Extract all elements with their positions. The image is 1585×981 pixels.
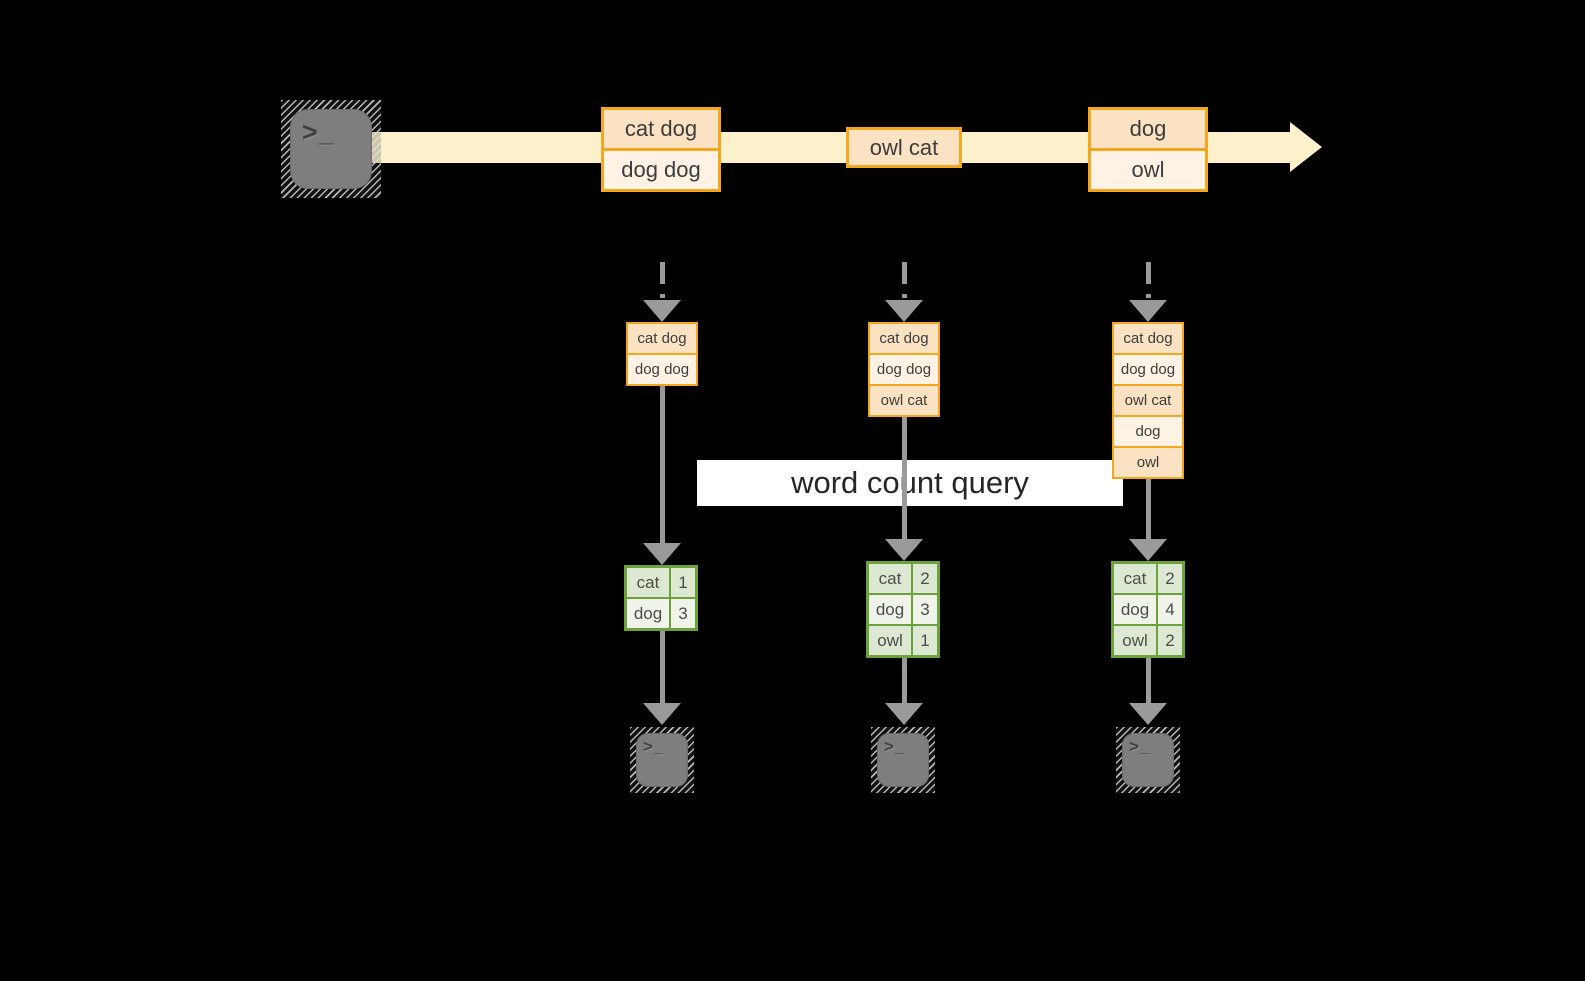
count-cell: 2 (1158, 564, 1182, 593)
dashed-arrow-line (902, 262, 907, 298)
record-text: owl (1114, 448, 1182, 477)
count-cell: 1 (671, 568, 695, 597)
count-cell: 2 (1158, 626, 1182, 655)
count-cell: 3 (671, 599, 695, 628)
arrowhead-down-icon (1129, 539, 1167, 561)
terminal-prompt-glyph: >_ (643, 737, 663, 756)
record-batch-3: cat dog dog dog owl cat dog owl (1112, 322, 1184, 479)
event-text: cat dog (604, 110, 718, 148)
stream-event-box-1: cat dog dog dog (601, 107, 721, 192)
count-table-2: cat 2 dog 3 owl 1 (866, 561, 940, 658)
event-text: owl (1091, 151, 1205, 189)
output-terminal-icon-1: >_ (630, 727, 694, 793)
arrowhead-down-icon (1129, 703, 1167, 725)
record-text: cat dog (1114, 324, 1182, 353)
arrowhead-down-icon (643, 543, 681, 565)
dashed-arrow-line (1146, 262, 1151, 298)
count-row: cat 2 (869, 564, 937, 593)
stream-event-box-3: dog owl (1088, 107, 1208, 192)
terminal-prompt-glyph: >_ (1129, 737, 1149, 756)
terminal-body: >_ (1122, 733, 1174, 787)
arrow-line (902, 417, 907, 539)
record-batch-2: cat dog dog dog owl cat (868, 322, 940, 417)
count-row: cat 1 (627, 568, 695, 597)
word-cell: cat (869, 564, 911, 593)
event-text: dog (1091, 110, 1205, 148)
arrow-line (1146, 479, 1151, 539)
arrowhead-down-icon (885, 539, 923, 561)
record-text: owl cat (1114, 386, 1182, 415)
count-cell: 3 (913, 595, 937, 624)
dashed-arrow-line (660, 262, 665, 298)
word-cell: dog (1114, 595, 1156, 624)
terminal-prompt-glyph: >_ (302, 117, 334, 147)
count-row: owl 2 (1114, 626, 1182, 655)
count-row: cat 2 (1114, 564, 1182, 593)
word-cell: owl (1114, 626, 1156, 655)
count-row: dog 3 (869, 595, 937, 624)
arrow-line (902, 658, 907, 703)
terminal-body: >_ (877, 733, 929, 787)
word-cell: dog (627, 599, 669, 628)
count-table-1: cat 1 dog 3 (624, 565, 698, 631)
count-table-3: cat 2 dog 4 owl 2 (1111, 561, 1185, 658)
count-cell: 1 (913, 626, 937, 655)
word-cell: dog (869, 595, 911, 624)
arrowhead-down-icon (885, 703, 923, 725)
count-row: owl 1 (869, 626, 937, 655)
query-banner: word count query (697, 460, 1123, 506)
arrowhead-down-icon (643, 300, 681, 322)
event-text: dog dog (604, 151, 718, 189)
record-text: cat dog (628, 324, 696, 353)
count-row: dog 4 (1114, 595, 1182, 624)
arrowhead-down-icon (885, 300, 923, 322)
output-terminal-icon-3: >_ (1116, 727, 1180, 793)
count-cell: 2 (913, 564, 937, 593)
record-text: owl cat (870, 386, 938, 415)
event-text: owl cat (849, 130, 959, 165)
arrow-line (660, 631, 665, 703)
arrow-line (1146, 658, 1151, 703)
record-batch-1: cat dog dog dog (626, 322, 698, 386)
arrowhead-down-icon (1129, 300, 1167, 322)
record-text: cat dog (870, 324, 938, 353)
record-text: dog dog (1114, 355, 1182, 384)
terminal-body: >_ (636, 733, 688, 787)
stream-event-box-2: owl cat (846, 127, 962, 168)
count-row: dog 3 (627, 599, 695, 628)
count-cell: 4 (1158, 595, 1182, 624)
terminal-prompt-glyph: >_ (884, 737, 904, 756)
output-terminal-icon-2: >_ (871, 727, 935, 793)
record-text: dog dog (870, 355, 938, 384)
arrow-line (660, 386, 665, 543)
terminal-body: >_ (290, 109, 372, 189)
record-text: dog (1114, 417, 1182, 446)
arrowhead-down-icon (643, 703, 681, 725)
word-cell: cat (1114, 564, 1156, 593)
record-text: dog dog (628, 355, 696, 384)
word-cell: owl (869, 626, 911, 655)
word-cell: cat (627, 568, 669, 597)
source-terminal-icon: >_ (281, 100, 381, 198)
stream-arrowhead-icon (1290, 122, 1322, 172)
